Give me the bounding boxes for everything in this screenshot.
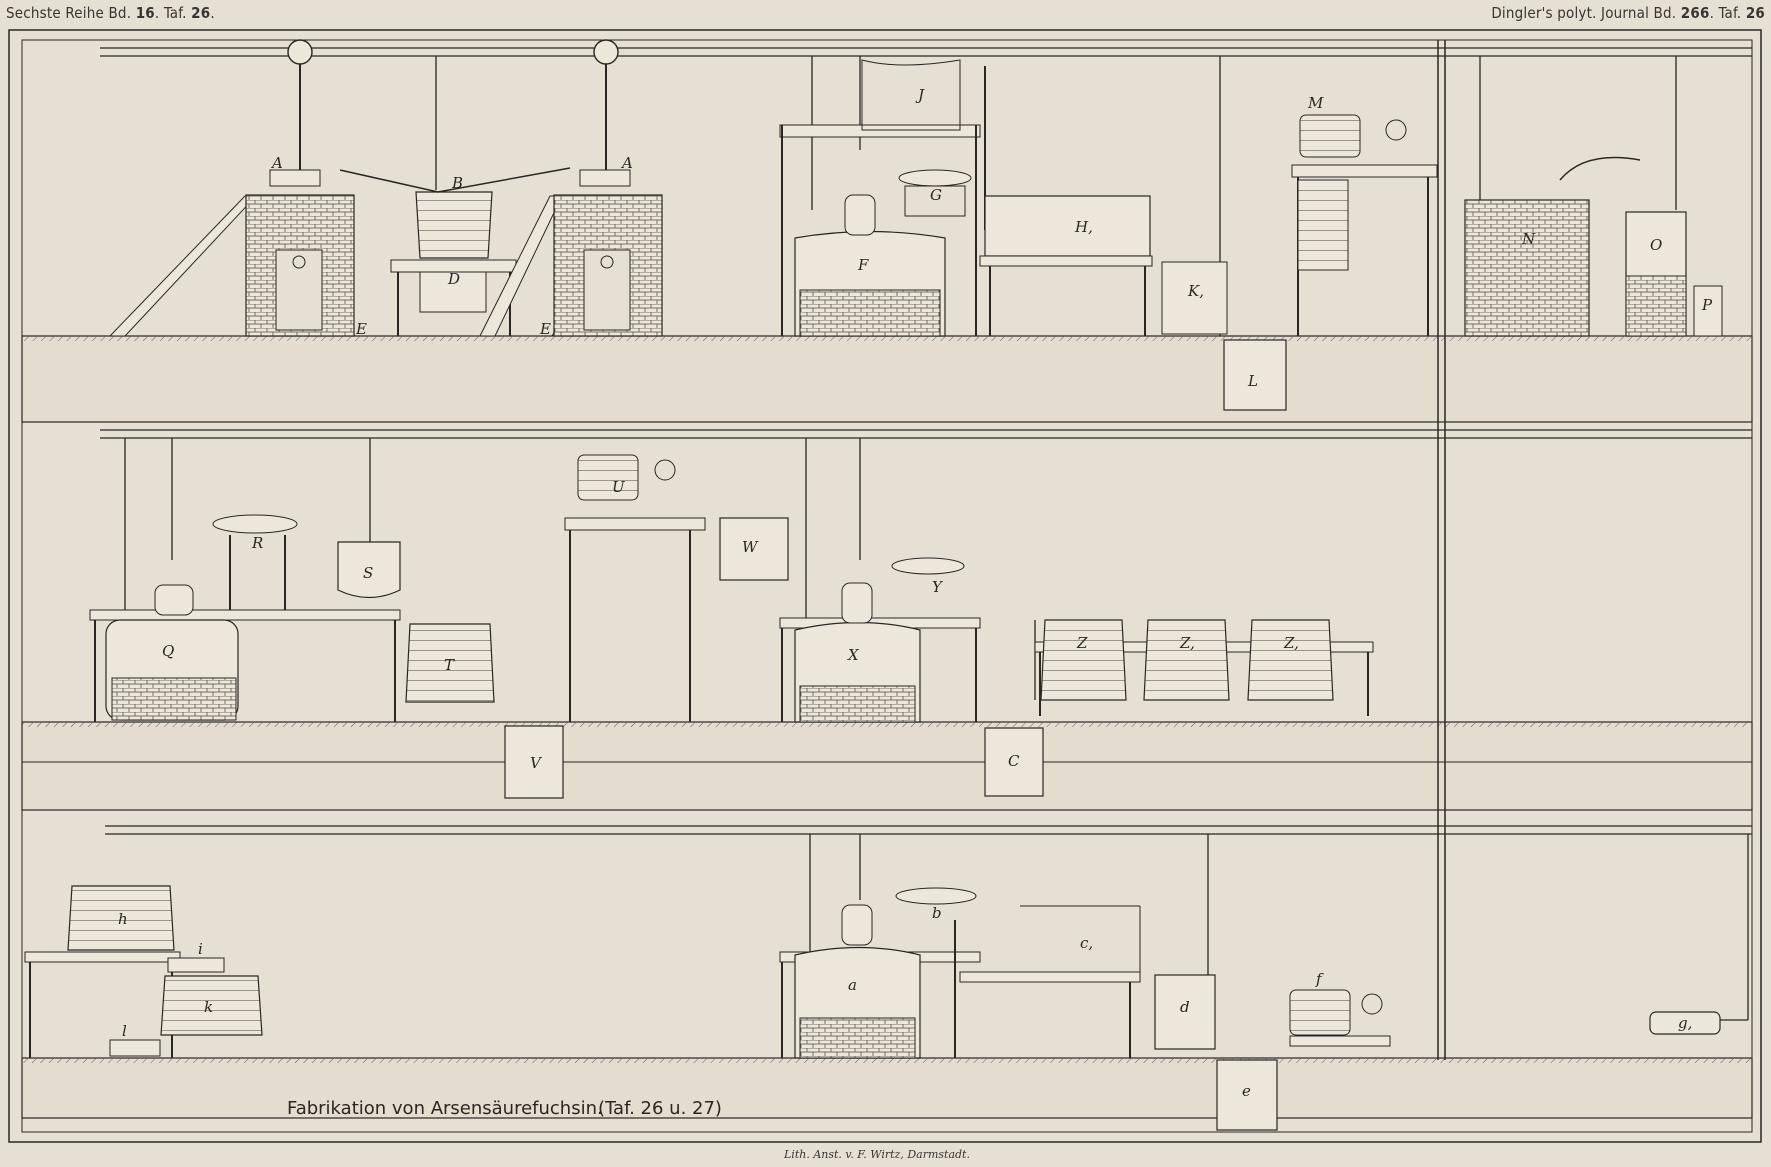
label-V: V [530,754,543,772]
label-Q: Q [162,642,174,660]
label-c1: c, [1080,934,1093,952]
furnace-a-left [108,39,355,337]
label-A: A [270,154,283,172]
header-text: Dingler's polyt. Journal Bd. [1491,4,1677,22]
label-f: f [1315,970,1324,988]
pipes [100,47,1752,1035]
reactor-x [779,557,981,723]
vats-z [1034,619,1374,716]
label-T: T [444,656,455,674]
floor-middle [21,721,1753,811]
still-n [1464,156,1641,337]
filter-press-f [1289,989,1391,1047]
reactor-f [779,59,986,337]
floor-top [21,335,1753,423]
reactor-a [779,887,981,1059]
label-J: J [915,86,925,104]
floor-bottom [21,1057,1753,1119]
cistern-v [504,725,564,799]
label-O: O [1650,236,1662,254]
vessel-g1 [1649,1011,1721,1035]
label-a: a [848,976,857,994]
vessel-r [212,514,298,610]
vessel-o [1625,211,1687,337]
label-h: h [118,910,128,928]
label-K1: K, [1187,282,1204,300]
header-text: . Taf. [1709,4,1742,22]
filter-press-m [1291,114,1438,336]
label-Y: Y [932,578,944,596]
furnace-a-right [479,39,663,337]
vats-h-k [24,885,263,1058]
tank-b-d [339,167,571,336]
tank-d [1154,974,1216,1050]
cistern-c [984,727,1044,797]
tank-k1 [1161,261,1228,335]
label-B: B [451,174,463,192]
label-A: A [620,154,633,172]
tank-w [719,517,789,581]
vessel-g [898,169,972,217]
header-text: . Taf. [154,4,187,22]
label-G: G [930,186,942,204]
label-i: i [198,940,203,958]
header-plate: 26 [191,4,211,22]
plate-title: Fabrikation von Arsensäurefuchsin. [287,1098,603,1119]
label-b: b [932,904,942,922]
label-D: D [447,270,460,288]
vessel-p [1693,285,1723,337]
label-Z: Z [1076,634,1088,652]
label-l: l [122,1022,127,1040]
header-text: Sechste Reihe Bd. [6,4,132,22]
plate-title-ref: (Taf. 26 u. 27) [598,1098,722,1119]
label-C: C [1008,752,1020,770]
lithographer-credit: Lith. Anst. v. F. Wirtz, Darmstadt. [783,1148,970,1161]
label-E: E [355,320,367,338]
label-P: P [1701,296,1713,314]
label-Z1: Z, [1179,634,1195,652]
vertical-shaft [1437,40,1446,1060]
label-d: d [1180,998,1190,1016]
label-S: S [363,564,373,582]
label-g1: g, [1678,1014,1692,1032]
cistern-l [1223,339,1287,411]
header-text: . [210,4,215,22]
header-volume: 16 [135,4,155,22]
vat-t [405,623,495,703]
plate-header-right: Dingler's polyt. Journal Bd. 266. Taf. 2… [1491,4,1765,22]
plate-border [8,29,1762,1143]
tank-c1 [959,905,1141,1058]
label-R: R [251,534,263,552]
label-M: M [1307,94,1324,112]
header-plate: 26 [1745,4,1765,22]
label-L: L [1247,372,1258,390]
label-k: k [204,998,213,1016]
label-e: e [1242,1082,1251,1100]
label-U: U [612,478,626,496]
reactor-q [89,584,401,722]
vessel-s [337,541,401,599]
label-H1: H, [1074,218,1093,236]
filter-press-u [564,454,706,722]
label-X: X [847,646,860,664]
label-N: N [1521,230,1536,248]
label-E: E, [539,320,556,338]
header-volume: 266 [1680,4,1710,22]
label-W: W [742,538,759,556]
tank-h1 [979,195,1153,336]
label-Z2: Z, [1283,634,1299,652]
plate-inner-border [21,39,1753,1133]
cistern-e [1216,1059,1278,1131]
label-F: F [857,256,869,274]
plate-header-left: Sechste Reihe Bd. 16. Taf. 26. [6,4,215,22]
